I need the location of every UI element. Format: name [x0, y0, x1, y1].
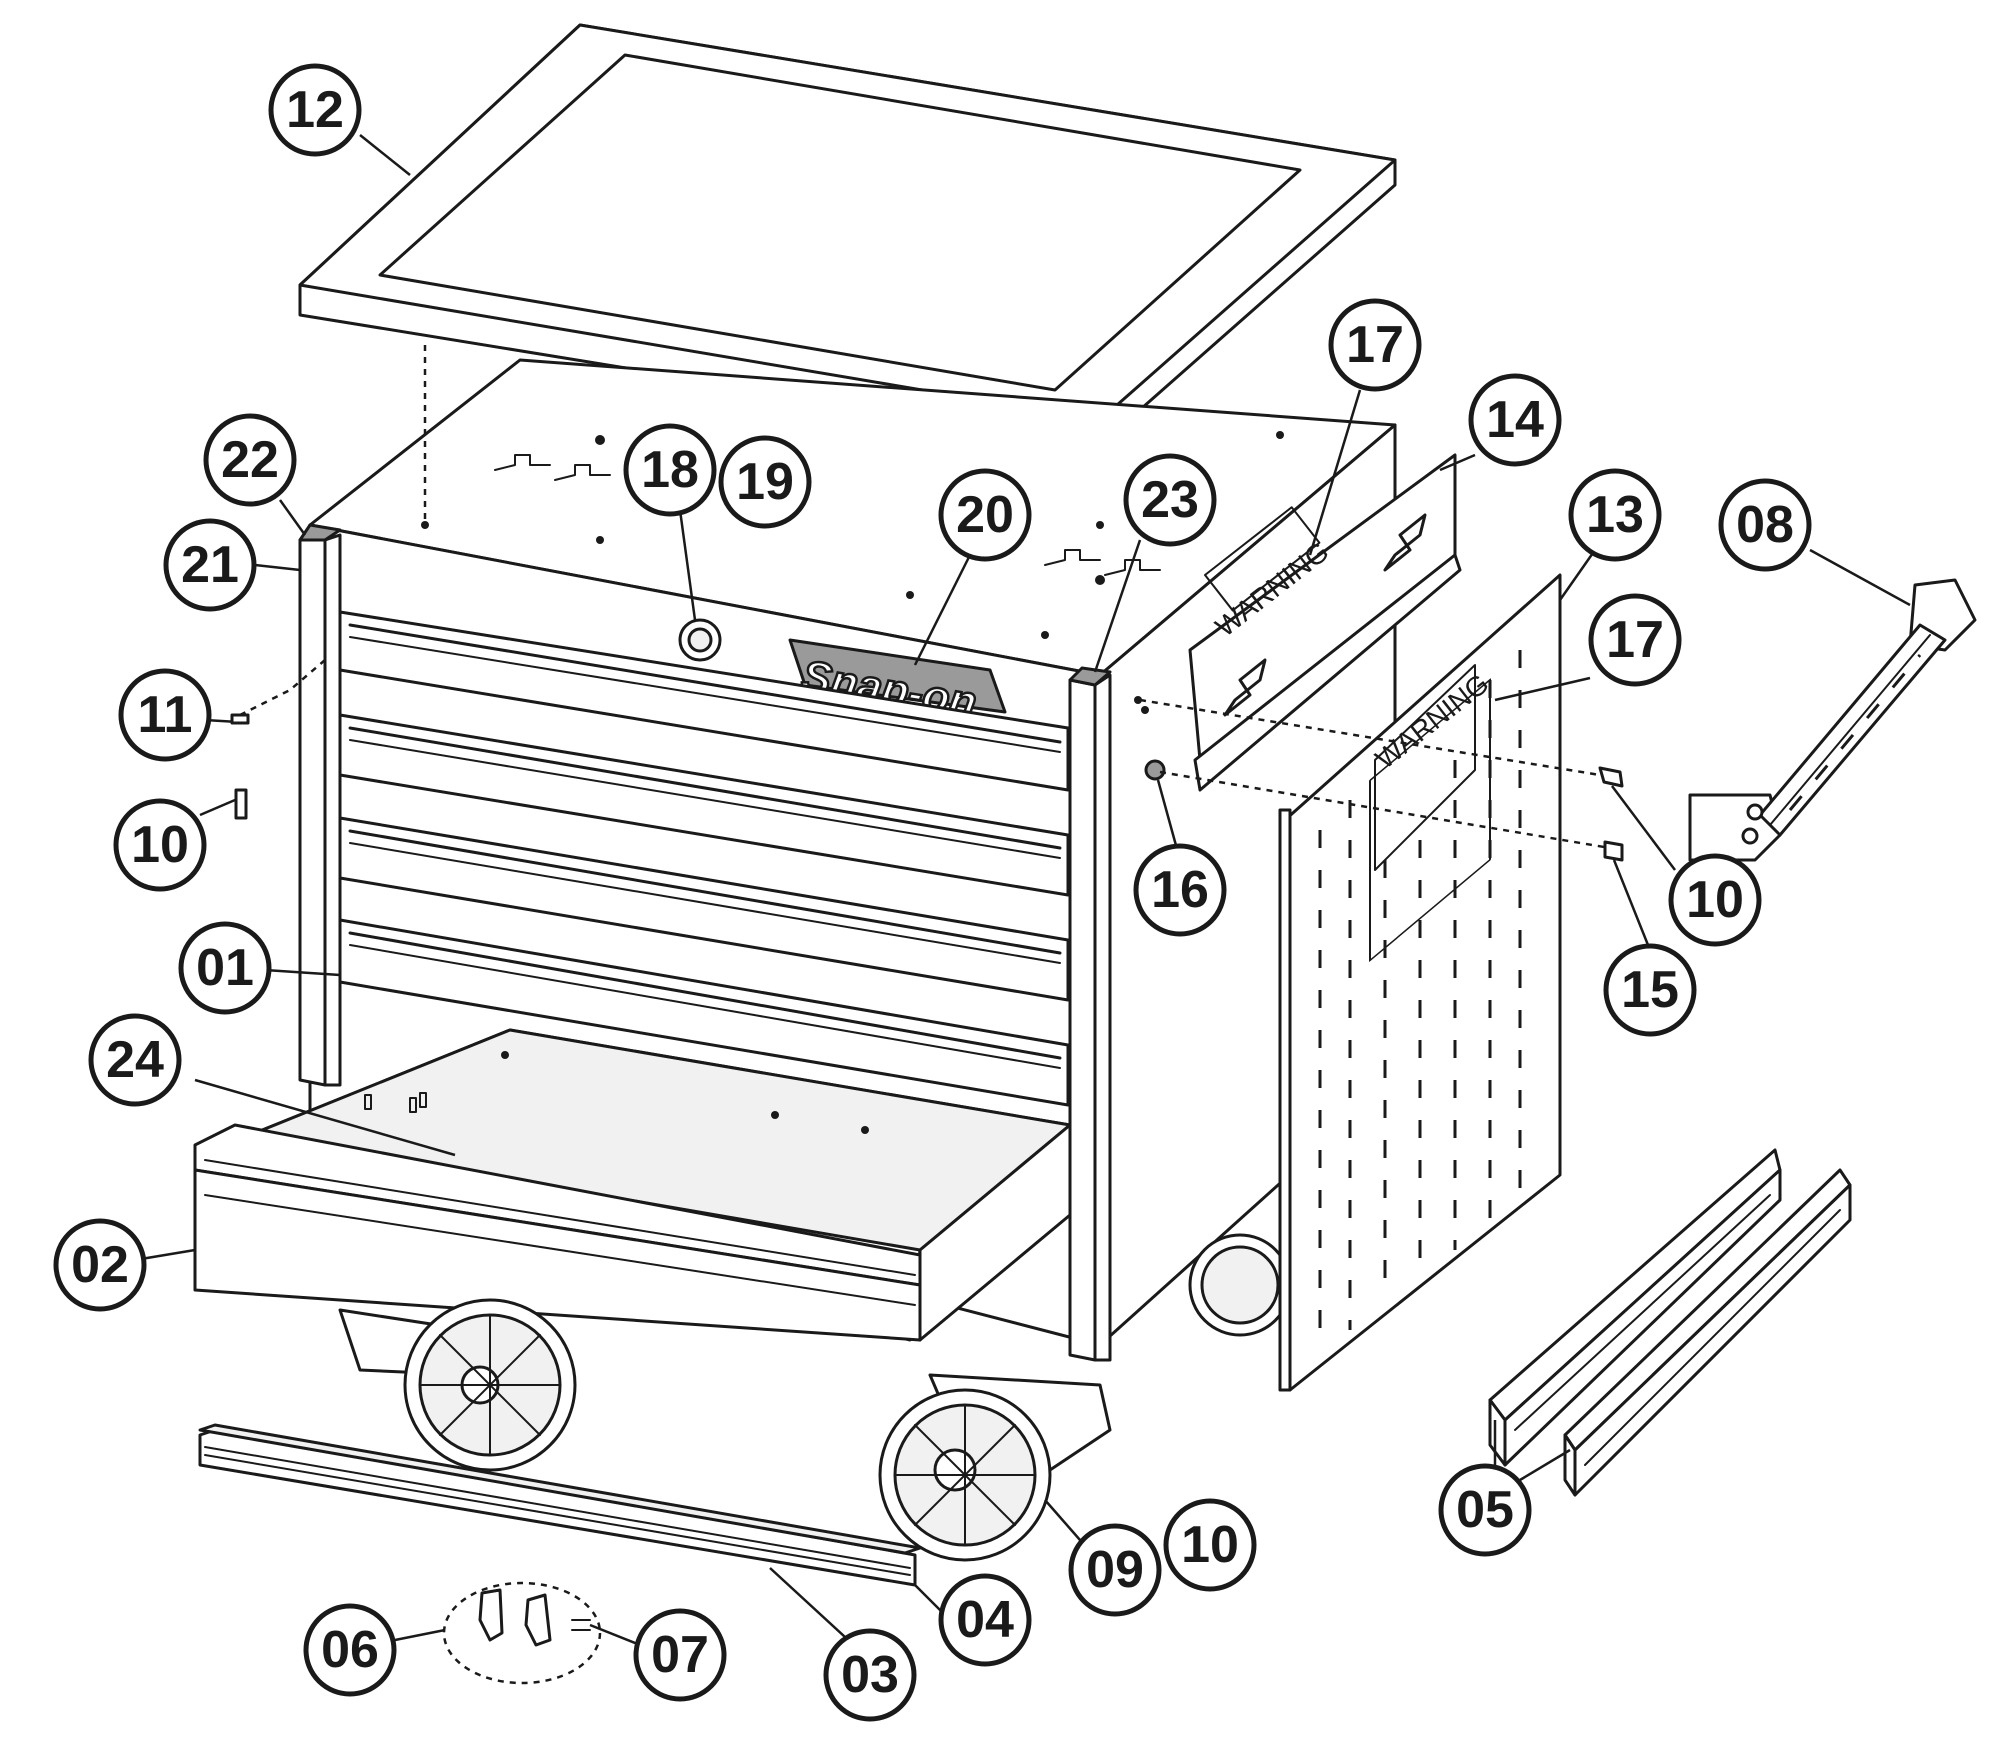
toe-kick-rail [198, 1423, 922, 1587]
callout-08: 08 [1718, 478, 1812, 572]
callout-03: 03 [823, 1628, 917, 1722]
svg-text:04: 04 [956, 1591, 1014, 1649]
svg-text:10: 10 [1686, 871, 1744, 929]
caster-front-right [878, 1373, 1112, 1562]
callout-17-panel: 17 [1588, 593, 1682, 687]
callout-24: 24 [88, 1013, 182, 1107]
callout-09: 09 [1068, 1523, 1162, 1617]
drawer-1 [338, 610, 1070, 792]
drawer-3 [338, 816, 1070, 1002]
svg-text:01: 01 [196, 939, 254, 997]
callout-18: 18 [623, 423, 717, 517]
svg-text:17: 17 [1346, 316, 1404, 374]
svg-text:02: 02 [71, 1236, 129, 1294]
callout-14: 14 [1468, 373, 1562, 467]
callout-10-side: 10 [1668, 853, 1762, 947]
callout-10-caster: 10 [1163, 1498, 1257, 1592]
side-handle [1688, 578, 1977, 862]
svg-text:18: 18 [641, 441, 699, 499]
svg-text:24: 24 [106, 1031, 164, 1089]
open-bottom-drawer [193, 1028, 1072, 1342]
callout-11: 11 [118, 668, 212, 762]
svg-text:07: 07 [651, 1626, 709, 1684]
callout-05: 05 [1438, 1463, 1532, 1557]
svg-text:19: 19 [736, 453, 794, 511]
drawer-4 [338, 918, 1070, 1107]
svg-text:09: 09 [1086, 1541, 1144, 1599]
side-fasteners [1134, 696, 1624, 862]
callout-23: 23 [1123, 453, 1217, 547]
svg-text:21: 21 [181, 536, 239, 594]
callout-04: 04 [938, 1573, 1032, 1667]
lock-cylinder [678, 618, 722, 662]
caster-rear-right [1188, 1233, 1292, 1337]
callout-02: 02 [53, 1218, 147, 1312]
callout-15: 15 [1603, 943, 1697, 1037]
left-corner-post [298, 523, 342, 1087]
right-corner-post [1068, 666, 1112, 1362]
callout-22: 22 [203, 413, 297, 507]
svg-text:10: 10 [131, 816, 189, 874]
callout-10-left: 10 [113, 798, 207, 892]
callout-21: 21 [163, 518, 257, 612]
svg-text:23: 23 [1141, 471, 1199, 529]
callout-17-top: 17 [1328, 298, 1422, 392]
svg-text:13: 13 [1586, 486, 1644, 544]
drawer-2 [338, 713, 1070, 897]
callout-06: 06 [303, 1603, 397, 1697]
svg-text:20: 20 [956, 486, 1014, 544]
callout-01: 01 [178, 921, 272, 1015]
callout-20: 20 [938, 468, 1032, 562]
caster-front-left [338, 1298, 577, 1472]
svg-text:10: 10 [1181, 1516, 1239, 1574]
callout-07: 07 [633, 1608, 727, 1702]
callout-12: 12 [268, 63, 362, 157]
drawer-slides [1488, 1148, 1852, 1497]
callout-19: 19 [718, 435, 812, 529]
svg-text:11: 11 [138, 686, 193, 744]
svg-text:16: 16 [1151, 861, 1209, 919]
top-work-surface [298, 23, 1397, 447]
callout-13: 13 [1568, 468, 1662, 562]
svg-text:17: 17 [1606, 611, 1664, 669]
svg-text:22: 22 [221, 431, 279, 489]
svg-text:06: 06 [321, 1621, 379, 1679]
svg-text:12: 12 [286, 81, 344, 139]
clip-hardware-group [442, 1581, 602, 1685]
svg-text:03: 03 [841, 1646, 899, 1704]
drawer-stack [338, 610, 1070, 1107]
svg-text:08: 08 [1736, 496, 1794, 554]
svg-text:14: 14 [1486, 391, 1544, 449]
callout-16: 16 [1133, 843, 1227, 937]
svg-text:15: 15 [1621, 961, 1679, 1019]
svg-text:05: 05 [1456, 1481, 1514, 1539]
